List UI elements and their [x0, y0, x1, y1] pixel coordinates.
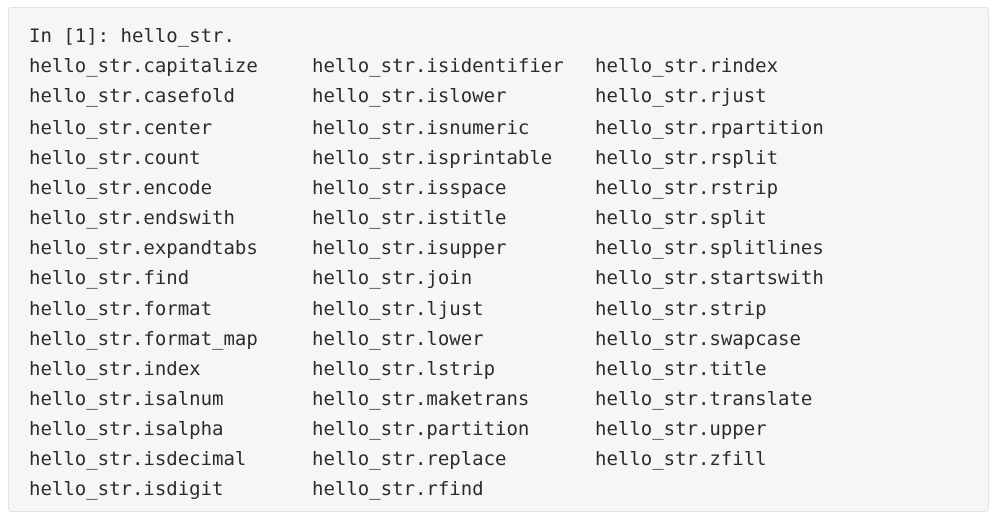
completion-item[interactable]: hello_str.index [29, 358, 201, 380]
completion-item[interactable]: hello_str.splitlines [595, 237, 824, 259]
completion-item[interactable]: hello_str.isdigit [29, 478, 224, 500]
completion-item[interactable]: hello_str.isnumeric [312, 117, 530, 139]
completion-item[interactable]: hello_str.replace [312, 448, 507, 470]
completion-item[interactable]: hello_str.count [29, 147, 201, 169]
completion-item[interactable]: hello_str.isupper [312, 237, 507, 259]
completion-item[interactable]: hello_str.strip [595, 298, 767, 320]
completion-item[interactable]: hello_str.rjust [595, 85, 767, 107]
completion-item[interactable]: hello_str.rsplit [595, 147, 779, 169]
completion-item[interactable]: hello_str.lower [312, 328, 484, 350]
completion-item[interactable]: hello_str.encode [29, 177, 213, 199]
completion-item[interactable]: hello_str.find [29, 267, 190, 289]
prompt-label: In [1]: [29, 25, 110, 47]
input-prompt-line: In [1]: hello_str. [29, 25, 235, 47]
completion-item[interactable]: hello_str.rpartition [595, 117, 824, 139]
completion-item[interactable]: hello_str.isspace [312, 177, 507, 199]
completion-item[interactable]: hello_str.rstrip [595, 177, 779, 199]
completion-item[interactable]: hello_str.isalpha [29, 418, 224, 440]
completion-item[interactable]: hello_str.startswith [595, 267, 824, 289]
completion-item[interactable]: hello_str.islower [312, 85, 507, 107]
prompt-input[interactable]: hello_str. [120, 25, 235, 47]
completion-item[interactable]: hello_str.swapcase [595, 328, 801, 350]
completion-item[interactable]: hello_str.rfind [312, 478, 484, 500]
completion-item[interactable]: hello_str.istitle [312, 207, 507, 229]
completion-item[interactable]: hello_str.rindex [595, 55, 779, 77]
completion-item[interactable]: hello_str.isidentifier [312, 55, 564, 77]
completion-item[interactable]: hello_str.split [595, 207, 767, 229]
completion-item[interactable]: hello_str.ljust [312, 298, 484, 320]
completion-item[interactable]: hello_str.join [312, 267, 473, 289]
completion-item[interactable]: hello_str.isalnum [29, 388, 224, 410]
completion-item[interactable]: hello_str.isdecimal [29, 448, 247, 470]
completion-item[interactable]: hello_str.maketrans [312, 388, 530, 410]
completion-item[interactable]: hello_str.capitalize [29, 55, 258, 77]
completion-item[interactable]: hello_str.zfill [595, 448, 767, 470]
completion-item[interactable]: hello_str.isprintable [312, 147, 553, 169]
completion-item[interactable]: hello_str.lstrip [312, 358, 496, 380]
completion-item[interactable]: hello_str.title [595, 358, 767, 380]
completion-item[interactable]: hello_str.endswith [29, 207, 235, 229]
completion-item[interactable]: hello_str.expandtabs [29, 237, 258, 259]
completion-item[interactable]: hello_str.format [29, 298, 213, 320]
completion-item[interactable]: hello_str.translate [595, 388, 813, 410]
completion-item[interactable]: hello_str.casefold [29, 85, 235, 107]
completion-item[interactable]: hello_str.upper [595, 418, 767, 440]
completion-item[interactable]: hello_str.format_map [29, 328, 258, 350]
completion-item[interactable]: hello_str.partition [312, 418, 530, 440]
completion-item[interactable]: hello_str.center [29, 117, 213, 139]
